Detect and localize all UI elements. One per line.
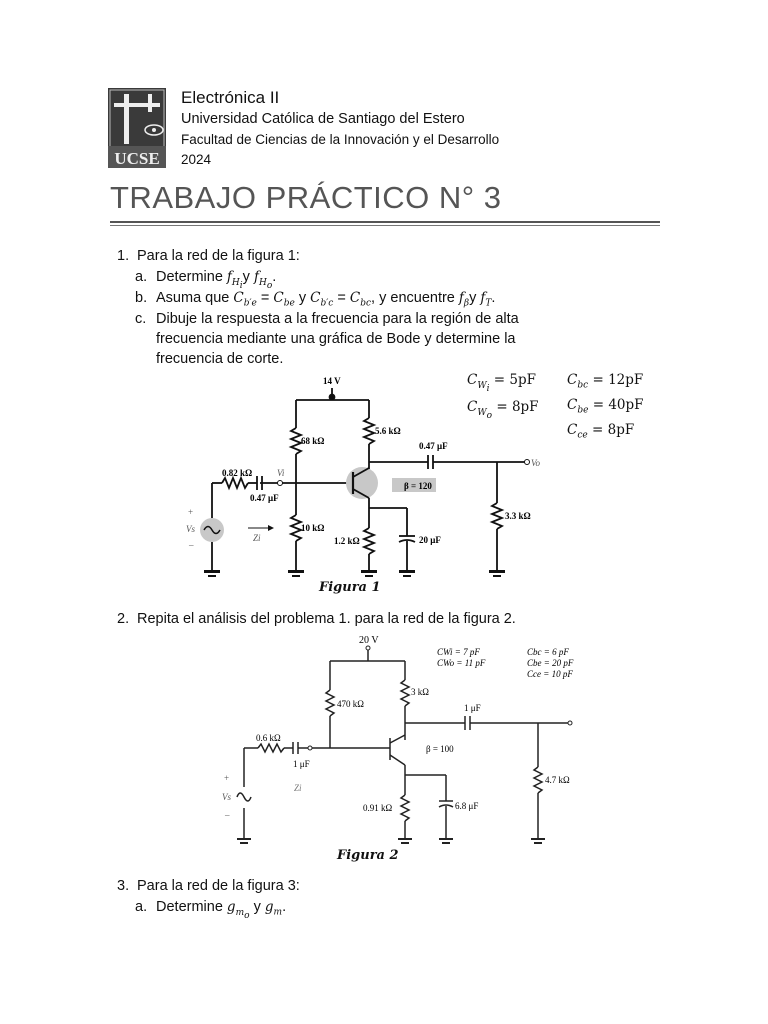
fig2-cs-label: 1 μF	[293, 759, 310, 769]
figure-1-caption: Figura 1	[319, 580, 381, 595]
ucse-logo: UCSE	[108, 88, 166, 168]
r2-label: 10 kΩ	[301, 523, 324, 533]
fig2-rc-label: 3 kΩ	[411, 687, 429, 697]
item-c-letter: c.	[135, 311, 147, 327]
vcc-label: 14 V	[323, 376, 341, 386]
problem-2-number: 2.	[117, 611, 130, 627]
fig2-cc-label: 1 μF	[464, 703, 481, 713]
university-name: Universidad Católica de Santiago del Est…	[181, 111, 465, 127]
item-3a-letter: a.	[135, 899, 148, 915]
fig2-zi-label: Zi	[294, 783, 302, 793]
rc-label: 5.6 kΩ	[375, 426, 401, 436]
figure-2-caption: Figura 2	[337, 848, 399, 863]
svg-text:–: –	[224, 810, 230, 820]
fig2-rl-label: 4.7 kΩ	[545, 775, 570, 785]
beta-label: β = 120	[404, 481, 432, 491]
figure-1-circuit: β = 120 14 V 68 kΩ 5.6 kΩ 0.47 μF 0.82 k…	[186, 376, 541, 577]
fig2-cwo: CWo = 11 pF	[437, 658, 486, 668]
rl-label: 3.3 kΩ	[505, 511, 531, 521]
faculty-name: Facultad de Ciencias de la Innovación y …	[181, 132, 500, 147]
item-1b: Asuma que Cb′e = Cbe y Cb′c = Cbc, y enc…	[156, 290, 496, 309]
cap-cwo: CWo = 8pF	[467, 399, 539, 421]
year: 2024	[181, 152, 212, 167]
logo-text: UCSE	[114, 149, 159, 168]
item-a-letter: a.	[135, 269, 148, 285]
fig2-vs-label: Vs	[222, 792, 231, 802]
vs-label: Vs	[186, 524, 195, 534]
vi-label: Vi	[277, 468, 285, 478]
title-rule-thin	[110, 225, 660, 226]
item-1c-line1: Dibuje la respuesta a la frecuencia para…	[156, 311, 519, 327]
ce-label: 20 μF	[419, 535, 441, 545]
page-title: TRABAJO PRÁCTICO N° 3	[110, 180, 502, 215]
cc-label: 0.47 μF	[419, 441, 448, 451]
cap-cwi: CWi = 5pF	[467, 372, 537, 394]
cs-label: 0.47 μF	[250, 493, 279, 503]
figure-2-circuit: 20 V CWi = 7 pF CWo = 11 pF Cbc = 6 pF C…	[222, 635, 574, 844]
cap-cbc: Cbc = 12pF	[567, 372, 644, 391]
fig2-beta-label: β = 100	[426, 744, 454, 754]
item-3a: Determine gmo y gm.	[156, 899, 287, 921]
title-rule	[110, 221, 660, 223]
svg-text:+: +	[224, 773, 229, 783]
problem-3-number: 3.	[117, 878, 130, 894]
zi-label: Zi	[253, 533, 261, 543]
item-b-letter: b.	[135, 290, 148, 306]
fig2-ce-label: 6.8 μF	[455, 801, 478, 811]
problem-3-intro: Para la red de la figura 3:	[137, 878, 300, 894]
problem-1-intro: Para la red de la figura 1:	[137, 248, 300, 264]
r1-label: 68 kΩ	[301, 436, 324, 446]
problem-2-text: Repita el análisis del problema 1. para …	[137, 611, 516, 627]
fig2-cbe: Cbe = 20 pF	[527, 658, 574, 668]
svg-text:–: –	[188, 540, 194, 550]
svg-text:+: +	[188, 507, 193, 517]
cap-cbe: Cbe = 40pF	[567, 397, 644, 416]
fig2-cbc: Cbc = 6 pF	[527, 647, 569, 657]
rs-label: 0.82 kΩ	[222, 468, 252, 478]
fig2-cwi: CWi = 7 pF	[437, 647, 480, 657]
fig2-vcc-label: 20 V	[359, 635, 379, 646]
course-name: Electrónica II	[181, 88, 280, 107]
cap-cce: Cce = 8pF	[567, 422, 635, 441]
item-1c-line2: frecuencia mediante una gráfica de Bode …	[156, 331, 516, 347]
fig2-cce: Cce = 10 pF	[527, 669, 573, 679]
item-1c-line3: frecuencia de corte.	[156, 351, 284, 367]
fig2-rs-label: 0.6 kΩ	[256, 733, 281, 743]
vo-label: Vo	[531, 458, 541, 468]
fig2-rb-label: 470 kΩ	[337, 699, 364, 709]
problem-1-number: 1.	[117, 248, 130, 264]
item-1a: Determine fHiy fHo.	[156, 269, 277, 291]
fig2-re-label: 0.91 kΩ	[363, 803, 393, 813]
re-label: 1.2 kΩ	[334, 536, 360, 546]
